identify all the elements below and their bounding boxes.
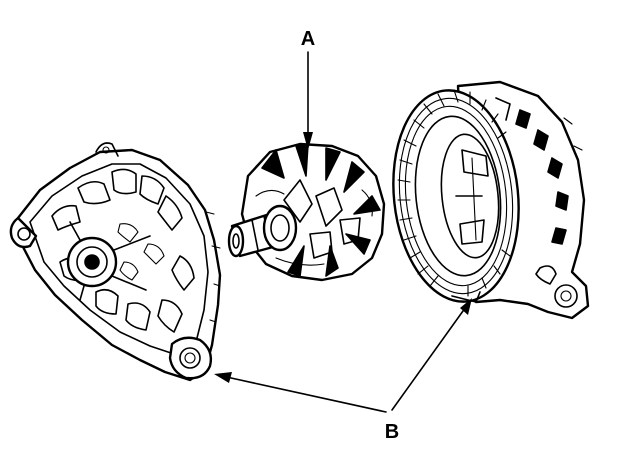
stator-rear-housing: [392, 80, 590, 320]
front-housing: [9, 142, 222, 382]
callout-a-label: A: [301, 28, 315, 50]
stator-windings: [397, 89, 514, 297]
callout-b-label: B: [385, 421, 399, 443]
callout-a: A: [301, 28, 315, 150]
callout-b: B: [214, 298, 472, 443]
rotor: [227, 142, 386, 282]
